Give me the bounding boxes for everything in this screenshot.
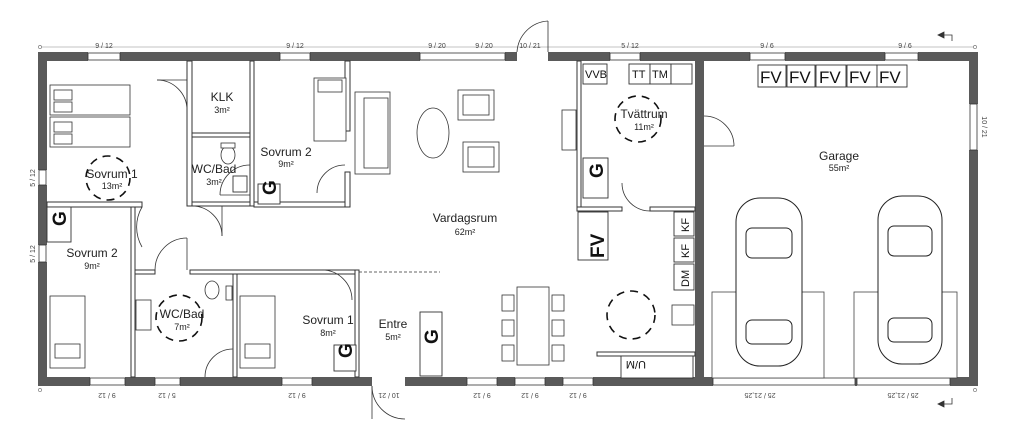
dim-bottom-6: 9 / 12 (521, 391, 539, 398)
room-area-sovrum1-bottom: 8m² (320, 328, 336, 338)
room-area-klk: 3m² (214, 105, 230, 115)
room-area-garage: 55m² (829, 163, 850, 173)
interior-walls (46, 60, 696, 378)
label-kf-2: KF (680, 244, 692, 258)
room-name-wc-bad-bottom: WC/Bad (160, 307, 205, 321)
label-g-2: G (587, 163, 608, 178)
label-dm: DM (680, 270, 692, 287)
dim-bottom-9: 25 / 21,25 (887, 391, 918, 398)
room-area-sovrum2-top: 9m² (278, 159, 294, 169)
dim-bottom-4: 10 / 21 (378, 391, 400, 398)
label-g-3: G (260, 180, 281, 195)
round-tables (85, 95, 662, 342)
dining-table (501, 286, 565, 366)
dim-bottom-7: 9 / 12 (569, 391, 587, 398)
label-kf-1: KF (680, 218, 692, 232)
room-name-vardagsrum: Vardagsrum (433, 211, 497, 225)
room-name-sovrum1-top: Sovrum 1 (86, 167, 138, 181)
dimension-ticks (38, 45, 977, 392)
label-g-1: G (50, 211, 71, 226)
dim-top-5: 10 / 21 (519, 43, 541, 50)
beds (49, 77, 347, 369)
dim-left-1: 5 / 12 (30, 169, 37, 187)
room-area-vardagsrum: 62m² (455, 227, 476, 237)
label-tm: TM (652, 69, 668, 81)
room-name-tvattrum: Tvättrum (620, 107, 667, 121)
room-name-wc-bad-top: WC/Bad (192, 162, 237, 176)
dim-top-8: 9 / 6 (898, 43, 912, 50)
car-icon (735, 195, 943, 367)
room-name-klk: KLK (211, 90, 234, 104)
room-name-garage: Garage (819, 149, 859, 163)
dim-top-2: 9 / 12 (286, 43, 304, 50)
label-g-5: G (422, 329, 443, 344)
room-area-entre: 5m² (385, 332, 401, 342)
dim-top-4: 9 / 20 (475, 43, 493, 50)
label-fv-4: FV (849, 68, 871, 87)
room-area-tvattrum: 11m² (634, 122, 654, 132)
section-arrow-icon (937, 31, 953, 408)
label-tt: TT (632, 69, 646, 81)
room-name-entre: Entre (379, 317, 408, 331)
dim-bottom-1: 9 / 12 (98, 391, 116, 398)
room-name-sovrum2-left: Sovrum 2 (66, 246, 118, 260)
room-name-sovrum1-bottom: Sovrum 1 (302, 313, 354, 327)
dim-top-1: 9 / 12 (95, 43, 113, 50)
label-fv-1: FV (760, 68, 782, 87)
dim-top-3: 9 / 20 (428, 43, 446, 50)
windows (38, 52, 978, 386)
label-fv-3: FV (819, 68, 841, 87)
dim-bottom-5: 9 / 12 (473, 391, 491, 398)
dim-bottom-2: 5 / 12 (158, 391, 176, 398)
sofa-and-chairs (354, 89, 500, 175)
doors (136, 20, 735, 420)
room-area-wc-bad-bottom: 7m² (174, 322, 190, 332)
label-g-4: G (336, 343, 357, 358)
room-area-sovrum1-top: 13m² (102, 181, 123, 191)
exterior-walls (38, 52, 978, 386)
dim-left-2: 5 / 12 (30, 245, 37, 263)
room-area-wc-bad-top: 3m² (206, 177, 222, 187)
label-fv-2: FV (789, 68, 811, 87)
room-area-sovrum2-left: 9m² (84, 261, 100, 271)
dim-bottom-8: 25 / 21,25 (744, 391, 775, 398)
bathroom-fixtures (135, 109, 695, 378)
dim-right-1: 10 / 21 (980, 116, 987, 138)
appliance-boxes (46, 63, 908, 379)
label-fv-5: FV (879, 68, 901, 87)
dim-top-6: 5 / 12 (621, 43, 639, 50)
label-um: U/M (626, 358, 646, 370)
dim-top-7: 9 / 6 (760, 43, 774, 50)
dim-bottom-3: 9 / 12 (288, 391, 306, 398)
label-vvb: VVB (585, 69, 607, 81)
label-fv-kitchen: FV (588, 233, 609, 258)
room-name-sovrum2-top: Sovrum 2 (260, 145, 312, 159)
